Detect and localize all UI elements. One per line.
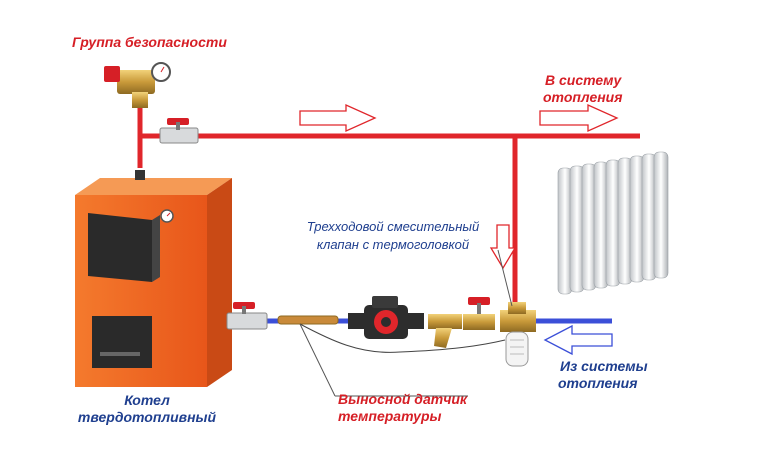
- flow-arrow-supply-2: [539, 103, 619, 133]
- strainer-filter: [428, 314, 462, 348]
- ball-valve-return: [226, 302, 268, 330]
- label-remote-sensor-line2: температуры: [338, 408, 442, 424]
- label-to-heating-system-line2: отопления: [543, 89, 623, 105]
- leader-lines: [299, 249, 513, 397]
- three-way-mixing-valve: [500, 302, 536, 367]
- flow-arrow-supply-1: [299, 103, 377, 133]
- radiator: [557, 151, 669, 295]
- remote-temperature-sensor: [277, 315, 506, 353]
- label-remote-sensor-line1: Выносной датчик: [338, 391, 468, 407]
- ball-valve-pump: [463, 297, 495, 330]
- label-safety-group: Группа безопасности: [72, 34, 227, 50]
- safety-group: [104, 62, 171, 108]
- label-from-heating-system-line2: отопления: [558, 375, 638, 391]
- label-three-way-valve-line2: клапан с термоголовкой: [316, 237, 470, 252]
- ball-valve-supply: [159, 118, 199, 144]
- label-from-heating-system-line1: Из системы: [560, 358, 648, 374]
- label-boiler-line2: твердотопливный: [77, 409, 217, 425]
- flow-arrow-down: [489, 224, 517, 270]
- label-to-heating-system-line1: В систему: [545, 72, 622, 88]
- solid-fuel-boiler: [75, 170, 232, 387]
- label-boiler-line1: Котел: [124, 392, 170, 408]
- label-three-way-valve-line1: Трехходовой смесительный: [306, 219, 480, 234]
- circulation-pump: [348, 296, 424, 339]
- flow-arrow-return: [543, 324, 613, 356]
